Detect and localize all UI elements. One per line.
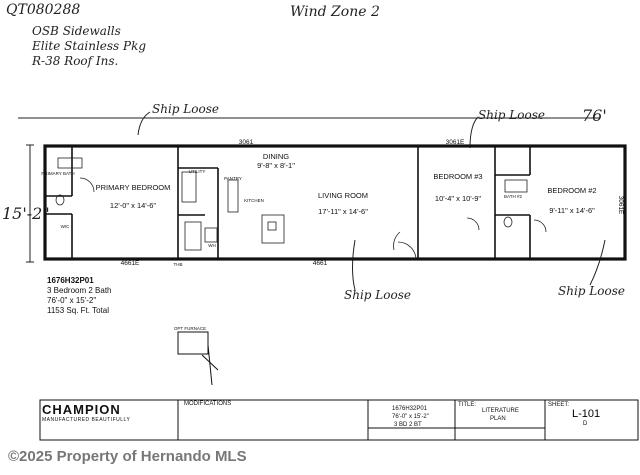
opt-furnace-label: OPT FURNACE	[174, 326, 206, 331]
ship-loose-arrow-1	[137, 111, 151, 136]
room-utility: UTILITY	[189, 169, 206, 174]
sheet-number: L-101	[572, 408, 600, 420]
room-bedroom-3-size: 10'-4" x 10'-9"	[435, 194, 481, 203]
model-sqft: 1153 Sq. Ft. Total	[47, 306, 109, 315]
ship-loose-arrow-4	[589, 239, 606, 286]
room-bedroom-2-size: 9'-11" x 14'-6"	[549, 206, 595, 215]
sidewalls-note: OSB Sidewalls	[32, 24, 121, 38]
ship-loose-arrow-2	[469, 116, 479, 149]
title-value-2: PLAN	[490, 416, 506, 422]
opt-furnace-pad	[177, 331, 209, 355]
dim-right: 3061E	[617, 196, 624, 215]
exterior-wall	[43, 144, 627, 261]
brand-name: CHAMPION	[42, 402, 121, 417]
champion-logo: CHAMPION MANUFACTURED BEAUTIFULLY	[42, 402, 176, 423]
listing-id: QT080288	[6, 2, 81, 18]
room-pantry: PANTRY	[224, 176, 242, 181]
brand-tagline: MANUFACTURED BEAUTIFULLY	[42, 417, 131, 423]
room-primary-bath: PRIMARY BATH	[41, 171, 74, 176]
room-living-room: LIVING ROOM	[318, 191, 368, 200]
ship-loose-note-bottom-right: Ship Loose	[558, 284, 625, 298]
watermark: ©2025 Property of Hernando MLS	[8, 448, 247, 465]
ship-loose-note-bottom-mid: Ship Loose	[344, 288, 411, 302]
room-bedroom-2: BEDROOM #2	[547, 186, 596, 195]
room-living-room-size: 17'-11" x 14'-6"	[318, 207, 368, 216]
dim-bottom-mid: 4661	[313, 260, 328, 267]
wind-zone-note: Wind Zone 2	[290, 4, 380, 20]
room-thb: THB	[174, 262, 183, 267]
length-note: 76'	[582, 106, 607, 125]
title-model-dims: 76'-0" x 15'-2"	[392, 414, 429, 420]
room-primary-bedroom: PRIMARY BEDROOM	[96, 183, 171, 192]
model-dimensions: 76'-0" x 15'-2"	[47, 296, 97, 305]
roof-insulation-note: R-38 Roof Ins.	[32, 54, 119, 68]
room-primary-bedroom-size: 12'-0" x 14'-6"	[110, 201, 156, 210]
model-number: 1676H32P01	[47, 276, 94, 285]
room-dining-size: 9'-8" x 8'-1"	[257, 161, 295, 170]
stainless-note: Elite Stainless Pkg	[32, 39, 147, 53]
title-block-frame	[39, 399, 639, 441]
title-value: LITERATURE	[482, 408, 519, 414]
dim-bottom-left: 4661E	[121, 260, 140, 267]
model-beds-baths: 3 Bedroom 2 Bath	[47, 286, 112, 295]
ship-loose-arrow-3	[352, 239, 356, 291]
room-bath-2: BATH #2	[504, 194, 522, 199]
sheet-header: SHEET:	[548, 402, 569, 408]
title-model-beds: 3 BD 2 BT	[394, 422, 422, 428]
room-bedroom-3: BEDROOM #3	[433, 172, 482, 181]
room-dining: DINING	[263, 152, 289, 161]
modifications-header: MODIFICATIONS	[184, 401, 231, 407]
room-wic: WIC	[61, 224, 70, 229]
room-wh: WH	[208, 243, 216, 248]
dim-top-left: 3061	[239, 139, 254, 146]
dim-top-right: 3061E	[446, 139, 465, 146]
title-model-number: 1676H32P01	[392, 406, 428, 412]
room-kitchen: KITCHEN	[244, 198, 264, 203]
model-info: 1676H32P01 3 Bedroom 2 Bath 76'-0" x 15'…	[47, 276, 111, 316]
title-header: TITLE:	[458, 402, 476, 408]
ship-loose-note-top-left: Ship Loose	[152, 102, 219, 116]
width-note: 15'-2"	[2, 204, 50, 223]
sheet-rev: D	[583, 421, 588, 427]
